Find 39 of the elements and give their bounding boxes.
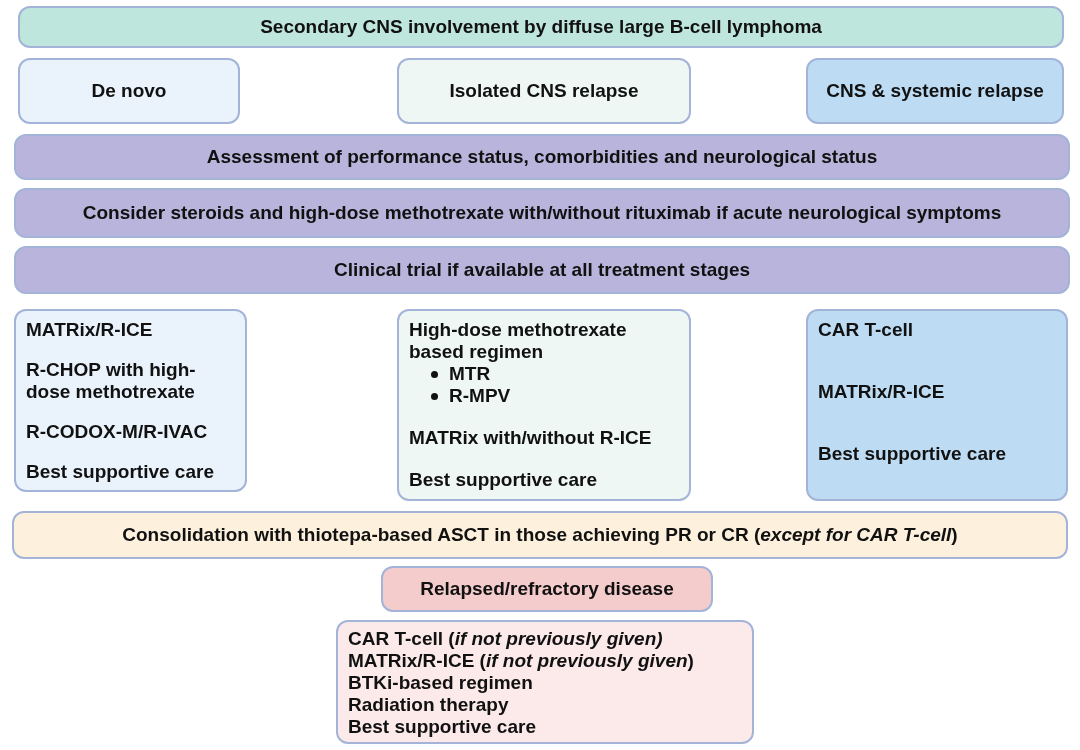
treatment-box: [336, 620, 754, 744]
box-text: Consolidation with thiotepa-based ASCT in those achieving PR or CR (except for CAR T-cell): [122, 524, 958, 546]
treatment-option: R-CHOP with high-dose methotrexate: [26, 359, 235, 403]
treatment-option: MATRix with/without R-ICE: [409, 427, 679, 449]
treatment-option: Best supportive care: [818, 443, 1056, 465]
box-text: Relapsed/refractory disease: [420, 578, 674, 600]
treatment-option: MATRix/R-ICE (if not previously given): [348, 650, 742, 672]
box-text: Isolated CNS relapse: [449, 80, 639, 102]
treatment-option: R-CODOX-M/R-IVAC: [26, 421, 235, 443]
bullet-item: MTR: [409, 363, 679, 385]
box-text: Consider steroids and high-dose methotrexate with/without rituximab if acute neurological symptoms: [82, 202, 1002, 224]
treatment-box: [397, 309, 691, 501]
treatment-option: MATRix/R-ICE: [818, 381, 1056, 403]
treatment-option: CAR T-cell: [818, 319, 1056, 341]
bullet-item: R-MPV: [409, 385, 679, 407]
treatment-option: Best supportive care: [409, 469, 679, 491]
step-box: [14, 188, 1070, 238]
treatment-box: [14, 309, 247, 492]
treatment-option: BTKi-based regimen: [348, 672, 742, 694]
box-text: CNS & systemic relapse: [826, 80, 1044, 102]
category-box: [806, 58, 1064, 124]
treatment-option: Best supportive care: [348, 716, 742, 738]
box-text: Assessment of performance status, comorbidities and neurological status: [206, 146, 878, 168]
treatment-option: High-dose methotrexate based regimen: [409, 319, 679, 363]
box-text: De novo: [91, 80, 167, 102]
treatment-option: Best supportive care: [26, 461, 235, 483]
relapse-box: [381, 566, 713, 612]
category-box: [397, 58, 691, 124]
treatment-option: Radiation therapy: [348, 694, 742, 716]
step-box: [14, 134, 1070, 180]
treatment-box: [806, 309, 1068, 501]
treatment-option: CAR T-cell (if not previously given): [348, 628, 742, 650]
category-box: [18, 58, 240, 124]
treatment-option: MATRix/R-ICE: [26, 319, 235, 341]
consolidation-box: [12, 511, 1068, 559]
heading-box: [18, 6, 1064, 48]
step-box: [14, 246, 1070, 294]
box-text: Clinical trial if available at all treatment stages: [333, 259, 751, 281]
box-text: Secondary CNS involvement by diffuse large B-cell lymphoma: [260, 16, 822, 38]
